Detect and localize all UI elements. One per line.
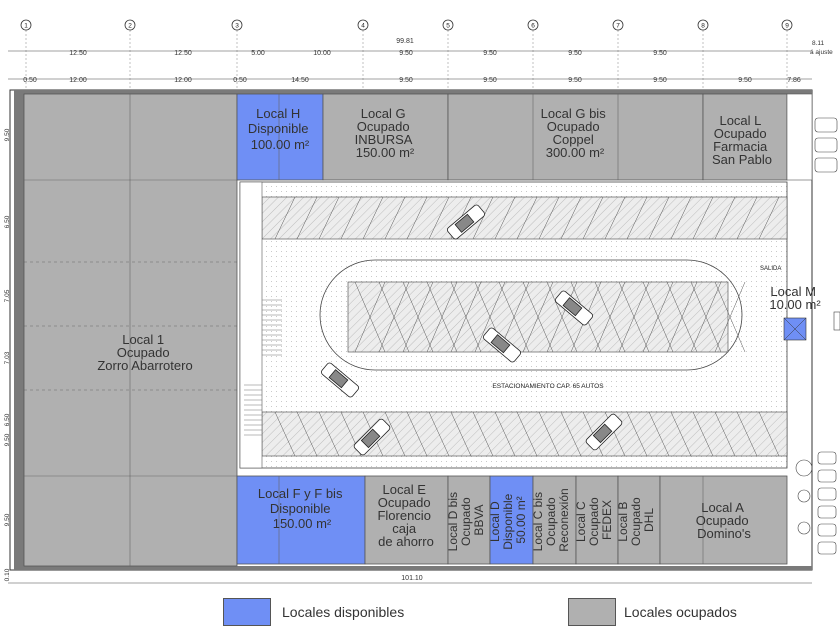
axis-label: 3 xyxy=(235,23,239,30)
dimension-label: 12.50 xyxy=(174,50,192,57)
dimension-label: 9.50 xyxy=(568,77,582,84)
dimension-label: 12.00 xyxy=(69,77,87,84)
local-h-label: Local H Disponible 100.00 m² xyxy=(248,106,312,152)
local-a-label: Local A Ocupado Domino's xyxy=(696,500,752,541)
dimension-label: 6.50 xyxy=(4,413,11,426)
dimension-label: 7.86 xyxy=(787,77,801,84)
dimension-label: 9.50 xyxy=(483,77,497,84)
local-d-bis-area xyxy=(447,475,491,565)
legend-available-swatch xyxy=(223,598,271,626)
dimension-label: 0.50 xyxy=(23,77,37,84)
overall-top-dimension: 99.81 xyxy=(396,38,414,45)
dimension-label: 9.50 xyxy=(738,77,752,84)
local-d-bis-label: Local D bis Ocupado BBVA xyxy=(446,489,486,552)
local-c-bis-label: Local C bis Ocupado Reconexión xyxy=(531,488,571,551)
local-l-area xyxy=(702,93,788,181)
salida-label: SALIDA xyxy=(760,266,781,272)
dimension-label: 9.50 xyxy=(653,50,667,57)
dimension-label: 9.50 xyxy=(4,513,11,526)
legend: Locales disponibles Locales ocupados xyxy=(0,598,840,626)
legend-occupied-swatch xyxy=(568,598,616,626)
local-a-area xyxy=(659,475,788,565)
car-icon xyxy=(321,362,359,398)
dimension-label: 9.50 xyxy=(653,77,667,84)
local-1-label: Local 1 Ocupado Zorro Abarrotero xyxy=(97,332,192,373)
dimension-label: 14.50 xyxy=(291,77,309,84)
dimension-label: 12.00 xyxy=(174,77,192,84)
axis-label: 4 xyxy=(361,23,365,30)
local-d-label: Local D Disponible 50.00 m² xyxy=(488,490,528,549)
dimension-label: 0.10 xyxy=(4,568,11,581)
local-f-label: Local F y F bis Disponible 150.00 m² xyxy=(258,486,346,531)
local-d-area xyxy=(489,475,534,565)
dimension-label: 9.50 xyxy=(399,50,413,57)
axis-label: 9 xyxy=(785,23,789,30)
dimension-label: 12.50 xyxy=(69,50,87,57)
local-h-area xyxy=(236,93,324,181)
local-c-label: Local C Ocupado FEDEX xyxy=(574,494,614,546)
legend-available-label: Locales disponibles xyxy=(282,604,405,620)
car-icon xyxy=(585,413,623,451)
axis-label: 7 xyxy=(616,23,620,30)
dimension-label: 6.50 xyxy=(4,215,11,228)
dimension-label: 5.00 xyxy=(251,50,265,57)
axis-label: 1 xyxy=(24,23,28,30)
local-1-area xyxy=(23,93,238,567)
grid-axes: 1 2 3 4 5 6 7 8 9 12.50 12.50 5.00 10.00 9.50 9.50 9.5… xyxy=(4,19,833,584)
building-outline xyxy=(9,89,813,571)
axis-label: 6 xyxy=(531,23,535,30)
car-icon xyxy=(555,290,593,326)
local-e-area xyxy=(364,475,449,565)
axis-label: 2 xyxy=(128,23,132,30)
local-g-label: Local G Ocupado INBURSA 150.00 m² xyxy=(355,106,416,160)
dimension-label: 9.50 xyxy=(399,77,413,84)
legend-occupied-label: Locales ocupados xyxy=(624,604,737,620)
local-l-label: Local L Ocupado Farmacia San Pablo xyxy=(712,113,772,167)
dimension-label: 0.50 xyxy=(233,77,247,84)
car-icon xyxy=(353,418,391,456)
local-e-label: Local E Ocupado Florencio caja de ahorro xyxy=(377,482,434,549)
dimension-label: 7.03 xyxy=(4,351,11,364)
parking-label: ESTACIONAMIENTO CAP. 65 AUTOS xyxy=(492,383,604,390)
car-icon xyxy=(483,327,521,363)
dimension-label: 9.50 xyxy=(4,128,11,141)
axis-label: 8 xyxy=(701,23,705,30)
top-right-dimension-2: á ajuste xyxy=(810,49,833,56)
top-right-dimension-1: 8.11 xyxy=(812,40,825,47)
local-m-label: Local M 10.00 m² xyxy=(769,284,821,312)
car-icon xyxy=(447,204,485,240)
floor-plan: 1 2 3 4 5 6 7 8 9 12.50 12.50 5.00 10.00 9.50 9.50 9.5… xyxy=(4,19,840,584)
overall-bottom-dimension: 101.10 xyxy=(401,575,423,582)
local-b-area xyxy=(617,475,661,565)
local-g-area xyxy=(322,93,449,181)
local-g-bis-area xyxy=(447,93,704,181)
axis-label: 5 xyxy=(446,23,450,30)
dimension-label: 10.00 xyxy=(313,50,331,57)
local-b-label: Local B Ocupado DHL xyxy=(616,494,656,546)
right-service-area xyxy=(786,93,840,555)
parking-zone: ESTACIONAMIENTO CAP. 65 AUTOS SALIDA xyxy=(239,181,788,469)
dimension-label: 9.50 xyxy=(4,433,11,446)
dimension-label: 7.05 xyxy=(4,289,11,302)
dimension-label: 9.50 xyxy=(483,50,497,57)
dimension-label: 9.50 xyxy=(568,50,582,57)
local-c-area xyxy=(575,475,619,565)
local-g-bis-label: Local G bis Ocupado Coppel 300.00 m² xyxy=(541,106,610,160)
parked-cars xyxy=(321,204,623,456)
